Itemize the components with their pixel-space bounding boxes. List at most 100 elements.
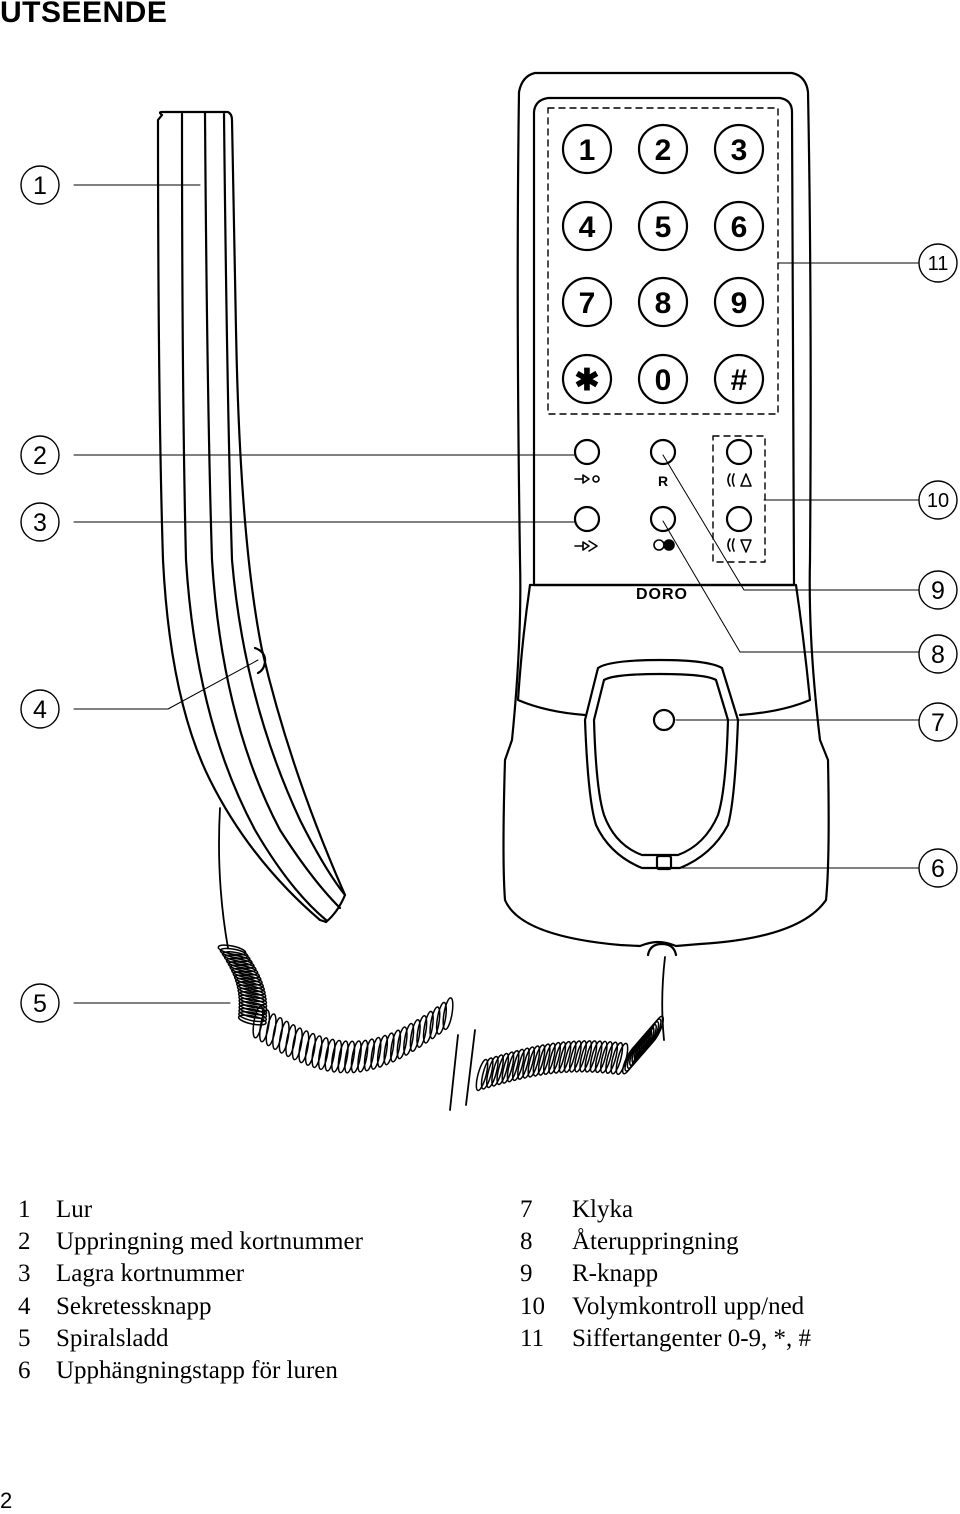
callout-10: 10 <box>918 480 958 520</box>
cord-loop <box>252 1005 264 1039</box>
handset <box>156 110 347 924</box>
r-label: R <box>658 473 668 489</box>
key-outline <box>561 200 613 252</box>
volume-area <box>712 435 766 563</box>
cord-loop <box>238 1007 268 1019</box>
legend-item: 6 Upphängningstapp för luren <box>18 1355 363 1387</box>
cord-loop <box>258 1009 271 1043</box>
redial-icon <box>653 539 675 551</box>
legend-number: 6 <box>18 1357 31 1385</box>
key-label: 7 <box>579 287 596 320</box>
cord-loop <box>511 1048 525 1082</box>
keypad-key[interactable]: 4 <box>561 200 613 252</box>
callout-9: 9 <box>918 570 958 610</box>
cord-loop <box>610 1041 624 1075</box>
keypad-key[interactable]: 3 <box>713 123 765 175</box>
leader-lines <box>73 184 923 1004</box>
keypad-key[interactable]: 0 <box>637 353 689 405</box>
callout-circle <box>918 570 958 610</box>
cord-loop <box>278 1020 290 1054</box>
cord-loop <box>584 1040 598 1073</box>
keypad-key[interactable]: 2 <box>637 123 689 175</box>
cord-loop <box>517 1047 530 1080</box>
key-outline <box>713 200 765 252</box>
callout-label: 7 <box>931 709 945 737</box>
keypad-key[interactable]: 7 <box>561 276 613 328</box>
cord-loop <box>233 974 263 986</box>
cord-loop <box>589 1040 603 1073</box>
cord-loop <box>640 1023 657 1053</box>
key-outline <box>637 276 689 328</box>
cord-loop <box>416 1014 428 1048</box>
legend-text: Spiralsladd <box>56 1324 169 1352</box>
legend-number: 11 <box>520 1324 545 1352</box>
legend-number: 8 <box>520 1228 533 1256</box>
cord-loop <box>527 1045 541 1078</box>
callout-1: 1 <box>20 165 60 205</box>
cord-loop <box>376 1034 389 1068</box>
callout-circle <box>20 983 60 1023</box>
keypad-key[interactable]: 6 <box>713 200 765 252</box>
cord-loop <box>232 971 262 983</box>
volume-down-button[interactable] <box>725 505 753 533</box>
callout-circle <box>20 435 60 475</box>
callout-label: 8 <box>931 641 945 669</box>
callout-circle <box>918 848 958 888</box>
cord-loop <box>422 1010 434 1044</box>
legend-text: Upphängningstapp för luren <box>56 1357 338 1385</box>
cord-loop <box>238 1011 268 1023</box>
redial-button[interactable] <box>649 505 677 533</box>
keypad-key[interactable]: 8 <box>637 276 689 328</box>
callout-label: 5 <box>33 990 47 1018</box>
legend-text: Uppringning med kortnummer <box>56 1228 363 1256</box>
keypad-key[interactable]: 9 <box>713 276 765 328</box>
cord-loop <box>350 1040 362 1074</box>
cord-loop <box>311 1035 323 1069</box>
volume-up-button[interactable] <box>725 438 753 466</box>
legend-text: Volymkontroll upp/ned <box>572 1292 805 1320</box>
callout-circle <box>918 243 958 283</box>
r-button[interactable] <box>649 438 677 466</box>
legend-number: 10 <box>520 1292 545 1320</box>
callout-label: 3 <box>33 509 47 537</box>
keypad-area <box>547 107 779 415</box>
cord-loop <box>475 1058 489 1092</box>
key-outline <box>637 200 689 252</box>
keypad-key[interactable]: ✱ <box>561 353 613 405</box>
speed-dial-button[interactable] <box>573 438 601 466</box>
callout-circle <box>918 634 958 674</box>
cord-loop <box>231 967 261 979</box>
speed-dial-icon <box>574 474 600 484</box>
store-button[interactable] <box>573 505 601 533</box>
keypad-key[interactable]: 1 <box>561 123 613 175</box>
callout-label: 9 <box>931 577 945 605</box>
callout-circle <box>918 480 958 520</box>
legend-text: Lagra kortnummer <box>56 1260 245 1288</box>
callout-5: 5 <box>20 983 60 1023</box>
cord-loop <box>442 997 454 1031</box>
cord-loop <box>501 1051 515 1084</box>
cord-loop <box>568 1040 582 1073</box>
legend-number: 9 <box>520 1260 533 1288</box>
cord-loop <box>272 1017 284 1051</box>
cord-loop <box>357 1039 369 1073</box>
keypad-key[interactable]: 5 <box>637 200 689 252</box>
cord-loop <box>235 981 265 993</box>
key-label: 9 <box>731 287 748 320</box>
keypad-key[interactable]: # <box>713 353 765 405</box>
callout-circle <box>918 702 958 742</box>
cord-loop <box>594 1040 608 1074</box>
coil-cord <box>217 807 666 1111</box>
legend-item: 3 Lagra kortnummer <box>18 1258 363 1290</box>
cord-loop <box>496 1052 510 1086</box>
legend-number: 3 <box>18 1260 31 1288</box>
cord-loop <box>579 1040 593 1073</box>
